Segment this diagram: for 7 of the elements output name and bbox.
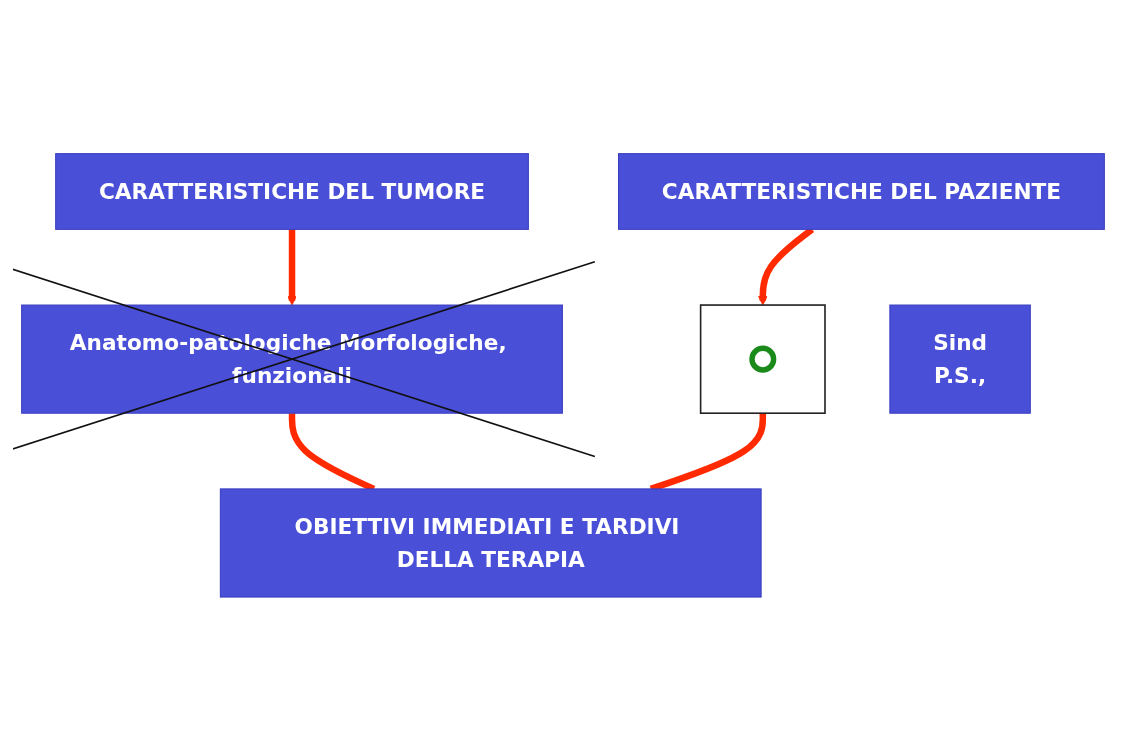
node-box: Sind P.S., <box>889 304 1031 414</box>
node-box: CARATTERISTICHE DEL TUMORE <box>55 153 529 231</box>
cluster <box>699 304 826 415</box>
node-box: OBIETTIVI IMMEDIATI E TARDIVI DELLA TERAPIA <box>219 488 762 598</box>
node-box: CARATTERISTICHE DEL PAZIENTE <box>618 153 1105 231</box>
arrow <box>287 229 297 306</box>
node-circle <box>749 345 777 373</box>
